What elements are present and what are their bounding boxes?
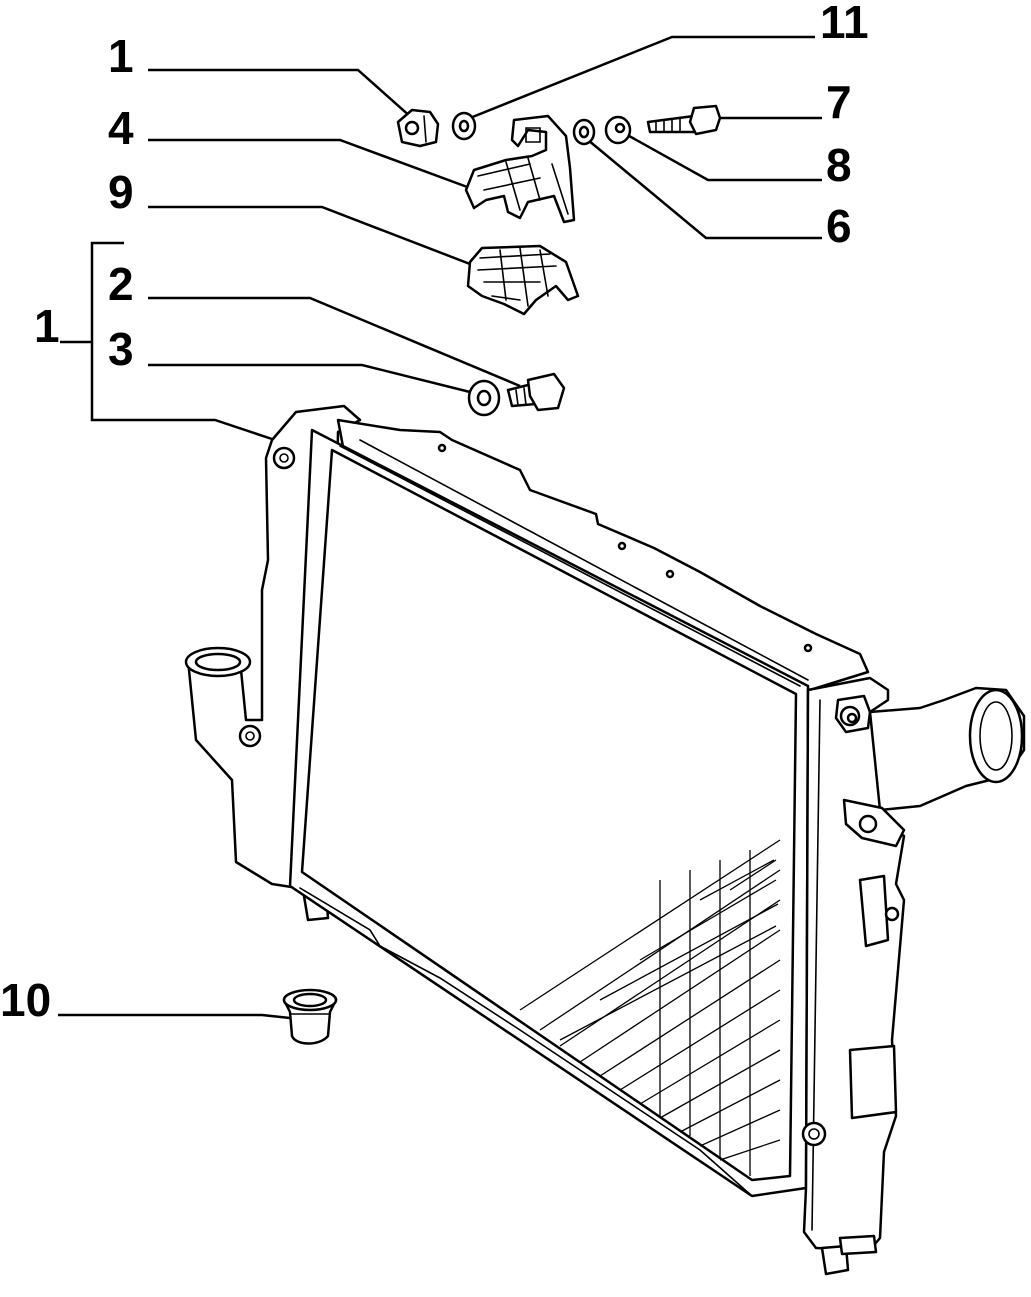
- leader-lines: [58, 35, 822, 1020]
- bolt-part-7: [646, 104, 722, 136]
- radiator-core-inner: [300, 448, 798, 1182]
- clip-nut-part-5: [396, 108, 440, 148]
- upper-bracket-part-4: [464, 114, 576, 224]
- washer-part-8: [604, 115, 632, 145]
- washer-part-3: [467, 379, 501, 417]
- callout-label-6: 6: [826, 200, 852, 252]
- leader-line-4: [148, 138, 471, 190]
- mounting-lugs: [834, 694, 906, 848]
- callout-label-3: 3: [108, 323, 134, 375]
- callout-label-4: 4: [108, 102, 134, 154]
- callout-label-10: 10: [0, 974, 51, 1026]
- leader-line-8: [621, 130, 822, 182]
- radiator-assembly-part-1: [184, 404, 1026, 1276]
- drain-plug-part-2: [506, 372, 566, 412]
- spring-washer-part-6: [572, 118, 596, 146]
- callout-label-8: 8: [826, 139, 852, 191]
- cooling-fins: [519, 839, 781, 1176]
- callout-label-11: 11: [820, 0, 869, 48]
- callout-label-1: 1: [34, 300, 60, 352]
- leader-line-2: [148, 296, 521, 388]
- callout-label-7: 7: [826, 76, 852, 128]
- leader-line-1-bracket: [90, 241, 276, 442]
- top-tank: [336, 418, 870, 692]
- callout-label-2: 2: [108, 258, 134, 310]
- callout-label-9: 9: [108, 166, 134, 218]
- filler-neck: [184, 646, 252, 678]
- callout-label-5: 1: [108, 30, 134, 82]
- leader-line-5: [148, 68, 413, 119]
- rubber-grommet-part-10: [282, 988, 338, 1045]
- leader-line-9: [148, 205, 471, 266]
- leader-line-10: [58, 1013, 291, 1020]
- washer-part-11: [451, 111, 477, 141]
- leader-line-11: [464, 35, 815, 122]
- callout-labels: 1 4 9 2 1 3 11 7 8 6 10: [0, 0, 869, 1026]
- outlet-pipe: [868, 686, 1026, 812]
- rubber-insulator-part-9: [466, 244, 580, 316]
- leader-line-6: [587, 139, 822, 240]
- leader-line-3: [148, 363, 471, 394]
